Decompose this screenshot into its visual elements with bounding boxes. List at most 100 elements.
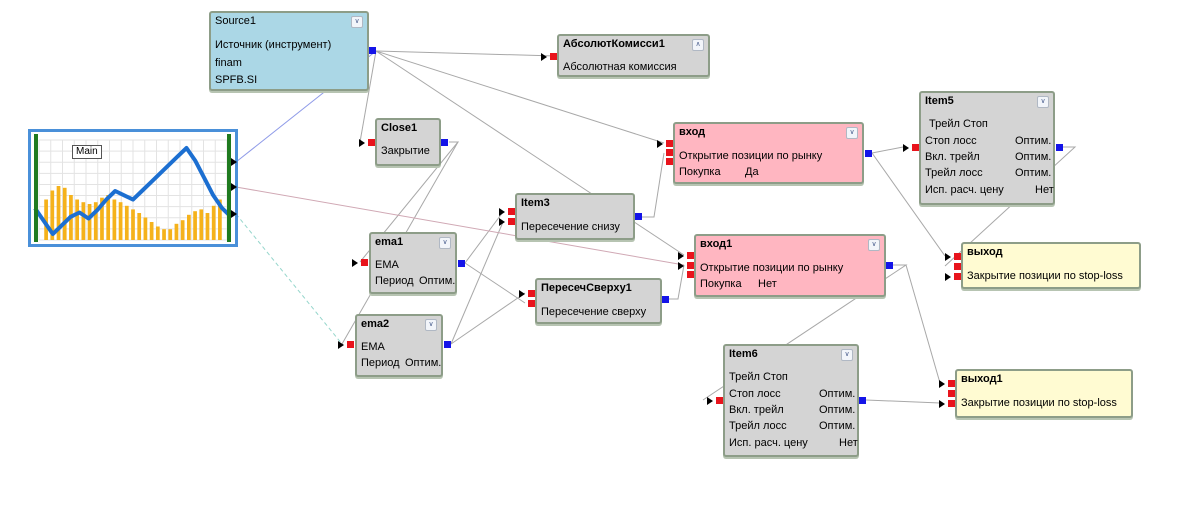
node-item5[interactable]: Item5 ∨ Трейл Стоп Стоп лосс Оптим. Вкл.… (919, 91, 1055, 205)
chevron-double-down-icon[interactable]: ∨ (439, 237, 451, 249)
input-port[interactable] (550, 53, 557, 60)
node-vhod[interactable]: вход ∨ Открытие позиции по рынку Покупка… (673, 122, 864, 184)
chart-bar (199, 209, 204, 240)
input-port[interactable] (361, 259, 368, 266)
node-ema2[interactable]: ema2 ∨ EMA Период Оптим. (355, 314, 443, 377)
input-port[interactable] (687, 262, 694, 269)
kv-value: Нет (839, 437, 858, 449)
input-port[interactable] (954, 253, 961, 260)
chevron-double-up-icon[interactable]: ∧ (692, 39, 704, 51)
wire-source-abs (375, 50, 557, 57)
input-port[interactable] (347, 341, 354, 348)
chart-bar (187, 214, 191, 240)
node-item6[interactable]: Item6 ∨ Трейл Стоп Стоп лосс Оптим. Вкл.… (723, 344, 859, 457)
chevron-double-down-icon[interactable]: ∨ (846, 127, 858, 139)
node-row: Трейл Стоп (729, 371, 788, 383)
node-peresech-sverhu1[interactable]: ПересечСверху1 Пересечение сверху (535, 278, 662, 324)
output-port[interactable] (865, 150, 872, 157)
input-port[interactable] (528, 290, 535, 297)
node-title: Item3 (521, 197, 550, 209)
chart-panel[interactable]: Main (28, 129, 238, 247)
output-port[interactable] (458, 260, 465, 267)
input-port[interactable] (948, 400, 955, 407)
output-port[interactable] (1056, 144, 1063, 151)
wire-ema2-item3 (450, 221, 504, 345)
input-port[interactable] (508, 208, 515, 215)
chart-bar (56, 186, 61, 240)
input-port[interactable] (948, 380, 955, 387)
input-port[interactable] (912, 144, 919, 151)
node-title: выход (967, 246, 1003, 258)
node-item3[interactable]: Item3 Пересечение снизу (515, 193, 635, 240)
node-close1[interactable]: Close1 Закрытие (375, 118, 441, 166)
node-vyhod[interactable]: выход Закрытие позиции по stop-loss (961, 242, 1141, 289)
chevron-double-down-icon[interactable]: ∨ (425, 319, 437, 331)
node-title: ema1 (375, 236, 404, 248)
wire-item3-vhod (642, 152, 665, 218)
input-port[interactable] (368, 139, 375, 146)
node-row: Абсолютная комиссия (563, 61, 677, 73)
output-port[interactable] (662, 296, 669, 303)
chart-bar (81, 202, 86, 240)
node-source1[interactable]: Source1 ∨ Источник (инструмент) finam SP… (209, 11, 369, 91)
input-port[interactable] (666, 149, 673, 156)
chevron-double-down-icon[interactable]: ∨ (1037, 96, 1049, 108)
input-port[interactable] (954, 263, 961, 270)
node-kv-row: Покупка Да (679, 165, 759, 179)
chart-bar (211, 205, 216, 240)
wire-item5-vyhod (944, 146, 1077, 267)
output-port[interactable] (441, 139, 448, 146)
input-port[interactable] (954, 273, 961, 280)
input-port[interactable] (528, 300, 535, 307)
chevron-double-down-icon[interactable]: ∨ (351, 16, 363, 28)
kv-value: Оптим. (819, 420, 856, 432)
output-port[interactable] (859, 397, 866, 404)
input-port[interactable] (716, 397, 723, 404)
node-kv-row: Трейл лосс Оптим. (925, 166, 1051, 180)
chart-port-arrow[interactable] (231, 210, 237, 218)
node-row: Закрытие (381, 145, 430, 157)
chart-port-arrow[interactable] (231, 183, 237, 191)
input-arrow (499, 218, 505, 226)
input-port[interactable] (666, 158, 673, 165)
chevron-double-down-icon[interactable]: ∨ (868, 239, 880, 251)
kv-key: Вкл. трейл (729, 404, 784, 416)
input-port[interactable] (687, 252, 694, 259)
output-port[interactable] (886, 262, 893, 269)
chart-port-arrow[interactable] (231, 158, 237, 166)
output-port[interactable] (444, 341, 451, 348)
input-port[interactable] (508, 218, 515, 225)
chart-bar (112, 199, 117, 240)
input-arrow (939, 400, 945, 408)
node-kv-row: Стоп лосс Оптим. (925, 134, 1051, 148)
node-vhod1[interactable]: вход1 ∨ Открытие позиции по рынку Покупк… (694, 234, 886, 297)
input-port[interactable] (948, 390, 955, 397)
node-kv-row: Трейл лосс Оптим. (729, 419, 855, 433)
chart-bar (124, 205, 129, 240)
chevron-double-down-icon[interactable]: ∨ (841, 349, 853, 361)
input-port[interactable] (666, 140, 673, 147)
node-row: Закрытие позиции по stop-loss (967, 270, 1123, 282)
input-arrow (678, 262, 684, 270)
input-port[interactable] (687, 271, 694, 278)
output-port[interactable] (635, 213, 642, 220)
kv-value: Да (745, 166, 759, 178)
wire-vhod-item5 (871, 146, 904, 154)
input-arrow (945, 253, 951, 261)
node-ema1[interactable]: ema1 ∨ EMA Период Оптим. (369, 232, 457, 294)
node-title: Item5 (925, 95, 954, 107)
node-row: Трейл Стоп (929, 118, 988, 130)
chart-bar (174, 223, 179, 240)
node-title: АбсолютКомисси1 (563, 38, 665, 50)
node-kv-row: Период Оптим. (361, 356, 441, 370)
node-title: Close1 (381, 122, 418, 134)
node-vyhod1[interactable]: выход1 Закрытие позиции по stop-loss (955, 369, 1133, 418)
chart-bar (93, 202, 98, 240)
node-abs-commission[interactable]: АбсолютКомисси1 ∧ Абсолютная комиссия (557, 34, 710, 77)
node-title: Source1 (215, 15, 256, 27)
chart-marker (227, 134, 231, 242)
output-port[interactable] (369, 47, 376, 54)
kv-value: Оптим. (1015, 167, 1052, 179)
chart-bar (131, 209, 135, 240)
